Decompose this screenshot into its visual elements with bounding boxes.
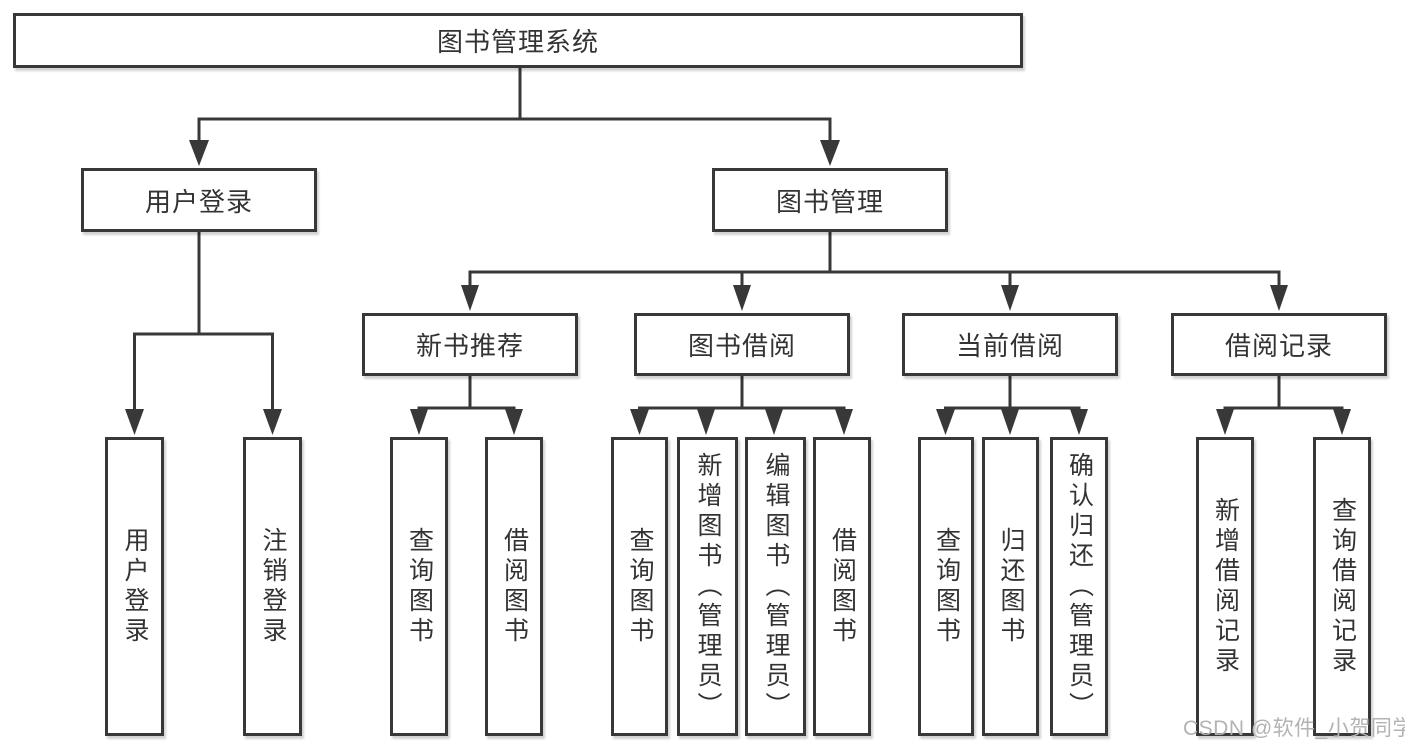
leaf-query-books-recommend: 查询图书 (390, 437, 448, 736)
leaf-edit-books-admin-label: 编辑图书（管理员） (762, 451, 790, 722)
leaf-return-books-label: 归还图书 (997, 526, 1025, 647)
leaf-confirm-return-admin: 确认归还（管理员） (1050, 437, 1108, 736)
node-new-book-recommend: 新书推荐 (362, 313, 578, 376)
node-book-management: 图书管理 (712, 168, 948, 232)
node-borrow-records: 借阅记录 (1171, 313, 1387, 376)
leaf-query-books-current: 查询图书 (918, 437, 974, 736)
leaf-add-books-admin-label: 新增图书（管理员） (694, 451, 722, 722)
leaf-user-login-label: 用户登录 (121, 526, 149, 647)
leaf-add-books-admin: 新增图书（管理员） (677, 437, 738, 736)
node-root-library-system: 图书管理系统 (13, 13, 1023, 68)
leaf-query-books-recommend-label: 查询图书 (405, 526, 434, 647)
leaf-borrow-books-recommend-label: 借阅图书 (500, 526, 529, 647)
leaf-query-borrow-record: 查询借阅记录 (1313, 437, 1371, 736)
leaf-borrow-books-recommend: 借阅图书 (485, 437, 543, 736)
leaf-add-borrow-record-label: 新增借阅记录 (1211, 496, 1240, 677)
leaf-query-borrow-record-label: 查询借阅记录 (1328, 496, 1357, 677)
leaf-edit-books-admin: 编辑图书（管理员） (745, 437, 806, 736)
leaf-query-books-current-label: 查询图书 (932, 526, 961, 647)
leaf-borrow-books-label: 借阅图书 (828, 526, 857, 647)
node-user-login: 用户登录 (81, 168, 317, 232)
leaf-borrow-books: 借阅图书 (813, 437, 871, 736)
leaf-logout: 注销登录 (243, 437, 302, 736)
leaf-query-books-borrowing: 查询图书 (611, 437, 668, 736)
leaf-return-books: 归还图书 (982, 437, 1039, 736)
watermark: CSDN @软件_小贺同学 (1183, 717, 1405, 740)
leaf-query-books-borrowing-label: 查询图书 (626, 526, 654, 647)
node-current-borrowing: 当前借阅 (902, 313, 1118, 376)
leaf-user-login: 用户登录 (105, 437, 164, 736)
leaf-confirm-return-admin-label: 确认归还（管理员） (1065, 451, 1094, 722)
node-book-borrowing: 图书借阅 (634, 313, 850, 376)
leaf-logout-label: 注销登录 (259, 526, 287, 647)
leaf-add-borrow-record: 新增借阅记录 (1196, 437, 1254, 736)
